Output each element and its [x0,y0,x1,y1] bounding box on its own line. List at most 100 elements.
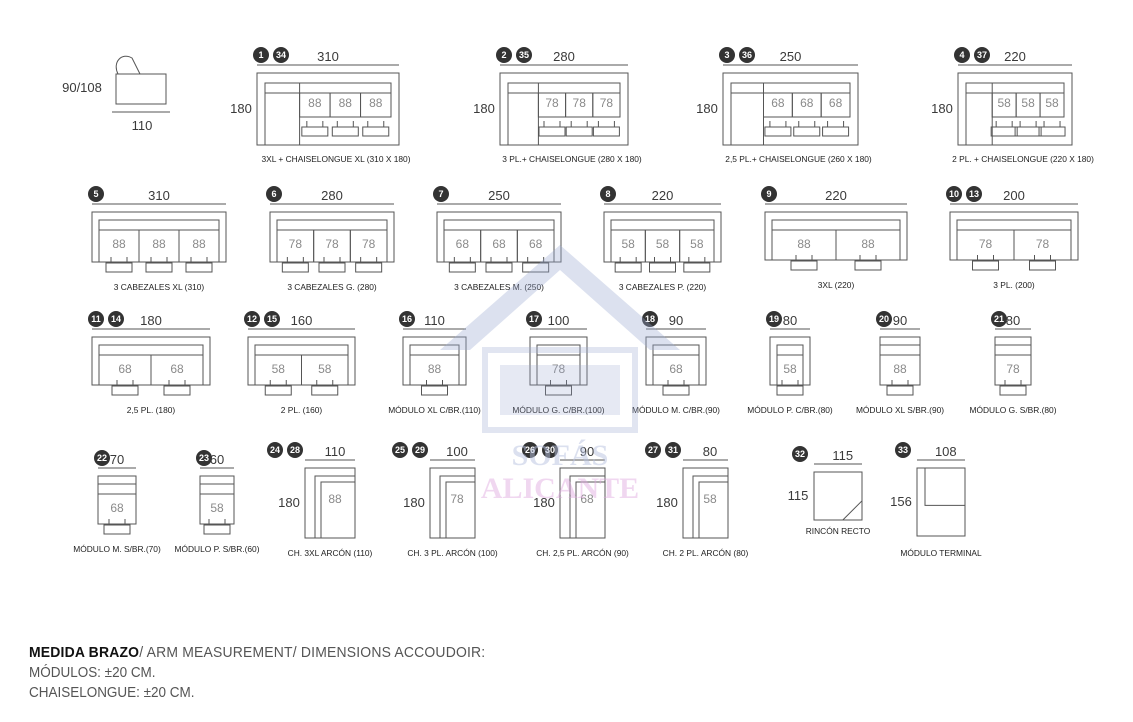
seat-depth-label: 58 [1045,96,1059,110]
badge-number: 20 [879,314,889,324]
leg-foot [331,126,359,137]
leg-foot [822,126,850,137]
badge-number: 37 [977,50,987,60]
module-caption: 3 PL.+ CHAISELONGUE (280 X 180) [502,154,642,164]
width-dimension: 100 [446,444,468,459]
module-caption: 3 CABEZALES XL (310) [114,282,205,292]
leg-foot [318,262,346,273]
badge-circle [665,442,681,458]
width-dimension: 80 [1006,313,1020,328]
seat-depth-label: 88 [192,237,206,251]
module-caption: MÓDULO P. C/BR.(80) [747,405,833,415]
leg-foot [545,385,572,396]
leg-foot [854,260,882,271]
badge-circle [88,186,104,202]
badge-circle [253,47,269,63]
seat-depth-label: 68 [800,96,814,110]
chaise-section [264,82,301,146]
chaise-section [965,82,993,146]
width-dimension: 70 [110,452,124,467]
seat-cushion [349,229,388,263]
leg-foot [264,385,292,396]
arm-profile-body [115,73,167,105]
seat-cushion [1013,229,1072,261]
badge-number: 7 [438,189,443,199]
seat-depth-label: 58 [272,362,286,376]
module-outline [199,475,235,525]
seat-depth-label: 68 [118,362,132,376]
badge-number: 25 [395,445,405,455]
seat-depth-label: 58 [997,96,1011,110]
badge-number: 13 [969,189,979,199]
seat-depth-label: 78 [600,96,614,110]
module-caption: MÓDULO M. S/BR.(70) [73,544,161,554]
seat-depth-label: 78 [362,237,376,251]
leg-foot [683,262,711,273]
badge-number: 23 [199,453,209,463]
module-caption: 3XL (220) [818,280,855,290]
backrest [409,344,460,356]
badge-number: 4 [959,50,964,60]
leg-foot [281,262,309,273]
leg-foot [793,126,821,137]
leg-foot [185,262,213,273]
depth-dimension: 115 [788,488,809,503]
backrest [956,219,1072,231]
badge-number: 31 [668,445,678,455]
seat-depth-label: 58 [690,237,704,251]
badge-circle [266,186,282,202]
leg-foot [485,262,513,273]
seat-cushion [835,229,901,261]
seat-cushion [698,481,729,539]
leg-foot [421,385,448,396]
badge-circle [792,446,808,462]
width-dimension: 80 [703,444,717,459]
module-caption: 2 PL. (160) [281,405,323,415]
chaise-section [692,475,729,539]
seat-depth-label: 58 [703,492,717,506]
width-dimension: 220 [825,188,847,203]
seat-depth-label: 78 [325,237,339,251]
leg-foot [972,260,999,271]
seat-depth-label: 88 [152,237,166,251]
leg-foot [565,126,593,137]
seat-depth-label: 78 [450,492,464,506]
seat-cushion [820,92,851,118]
seat-depth-label: 68 [170,362,184,376]
depth-dimension: 156 [890,494,912,509]
seat-depth-label: 78 [1036,237,1050,251]
seat-depth-label: 68 [829,96,843,110]
width-dimension: 180 [140,313,162,328]
badge-circle [412,442,428,458]
seat-cushion [301,354,349,386]
badge-number: 36 [742,50,752,60]
leg-foot [448,262,476,273]
badge-circle [392,442,408,458]
module-outline [916,467,966,537]
backrest [776,344,804,356]
seat-depth-label: 68 [456,237,470,251]
arm-heading-rest: / ARM MEASUREMENT/ DIMENSIONS ACCOUDOIR: [139,644,486,661]
width-dimension: 90 [893,313,907,328]
leg-foot [301,126,329,137]
seat-depth-label: 88 [797,237,811,251]
module-caption: RINCÓN RECTO [806,526,871,536]
depth-dimension: 180 [473,101,495,116]
backrest [199,483,235,495]
depth-dimension: 180 [230,101,252,116]
badge-number: 35 [519,50,529,60]
backrest [965,82,1065,94]
module-outline [769,336,811,386]
seat-depth-label: 58 [783,362,797,376]
